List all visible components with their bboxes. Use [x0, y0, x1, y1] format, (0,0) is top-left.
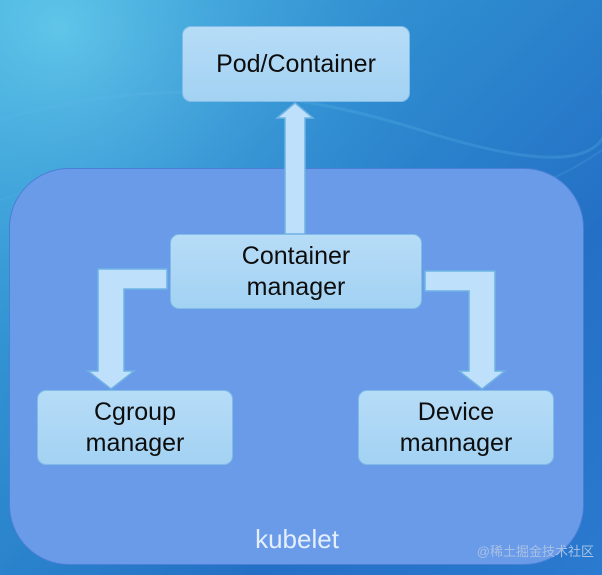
- pod-container-node: Pod/Container: [182, 26, 410, 102]
- device-manager-label: Device mannager: [399, 397, 513, 457]
- cgroup-manager-node: Cgroup manager: [37, 390, 233, 465]
- container-manager-label: Container manager: [241, 241, 351, 301]
- kubelet-group: [9, 168, 584, 565]
- pod-container-label: Pod/Container: [216, 49, 376, 78]
- cgroup-manager-label: Cgroup manager: [85, 397, 185, 457]
- container-manager-node: Container manager: [170, 234, 422, 309]
- kubelet-label: kubelet: [255, 524, 339, 554]
- device-manager-node: Device mannager: [358, 390, 554, 465]
- watermark: @稀土掘金技术社区: [476, 544, 594, 559]
